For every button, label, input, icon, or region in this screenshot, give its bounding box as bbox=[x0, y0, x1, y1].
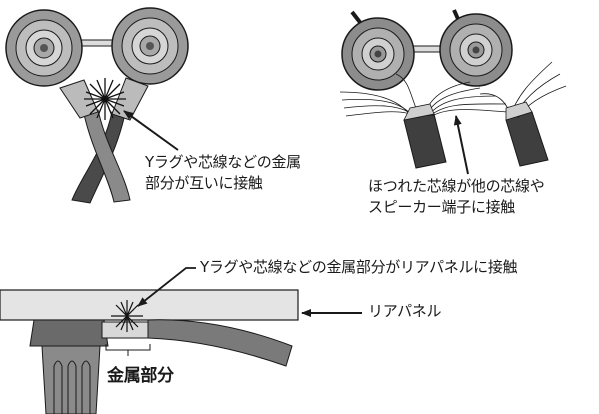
short-circuit-label-line1: Yラグや芯線などの金属 bbox=[145, 153, 301, 171]
terminal-pair-right bbox=[339, 9, 567, 175]
stray-strands-label-line2: スピーカー端子に接触 bbox=[368, 198, 516, 216]
binding-post-right bbox=[111, 7, 189, 85]
pointer-arrow bbox=[137, 267, 196, 307]
cable-right-gray bbox=[83, 109, 131, 203]
binding-post-right-a bbox=[341, 17, 415, 91]
terminal-pair-left bbox=[5, 7, 189, 204]
cable-right-b bbox=[505, 111, 549, 167]
pointer-arrow bbox=[123, 110, 179, 151]
binding-post-right-b bbox=[439, 13, 513, 87]
rear-panel bbox=[0, 289, 299, 321]
cable-bottom bbox=[147, 319, 293, 367]
spark-icon bbox=[84, 78, 126, 120]
metal-lug bbox=[101, 321, 151, 339]
metal-part-label: 金属部分 bbox=[107, 366, 174, 386]
cable-right-a bbox=[403, 113, 447, 169]
binding-post-left bbox=[5, 9, 83, 87]
short-circuit-label-line2: 部分が互いに接触 bbox=[145, 174, 263, 192]
binding-post-body bbox=[41, 345, 101, 414]
spark-icon bbox=[111, 300, 143, 332]
rear-panel-contact-label: Yラグや芯線などの金属部分がリアパネルに接触 bbox=[200, 258, 518, 276]
short-circuit-label: Yラグや芯線などの金属 部分が互いに接触 bbox=[145, 152, 301, 194]
stray-strands-label: ほつれた芯線が他の芯線や スピーカー端子に接触 bbox=[368, 176, 545, 218]
stray-strands-label-line1: ほつれた芯線が他の芯線や bbox=[368, 177, 545, 195]
rear-panel-label: リアパネル bbox=[368, 302, 442, 320]
rear-panel-section bbox=[0, 267, 362, 414]
metal-part-bracket bbox=[105, 344, 151, 356]
pointer-arrow bbox=[453, 115, 469, 175]
